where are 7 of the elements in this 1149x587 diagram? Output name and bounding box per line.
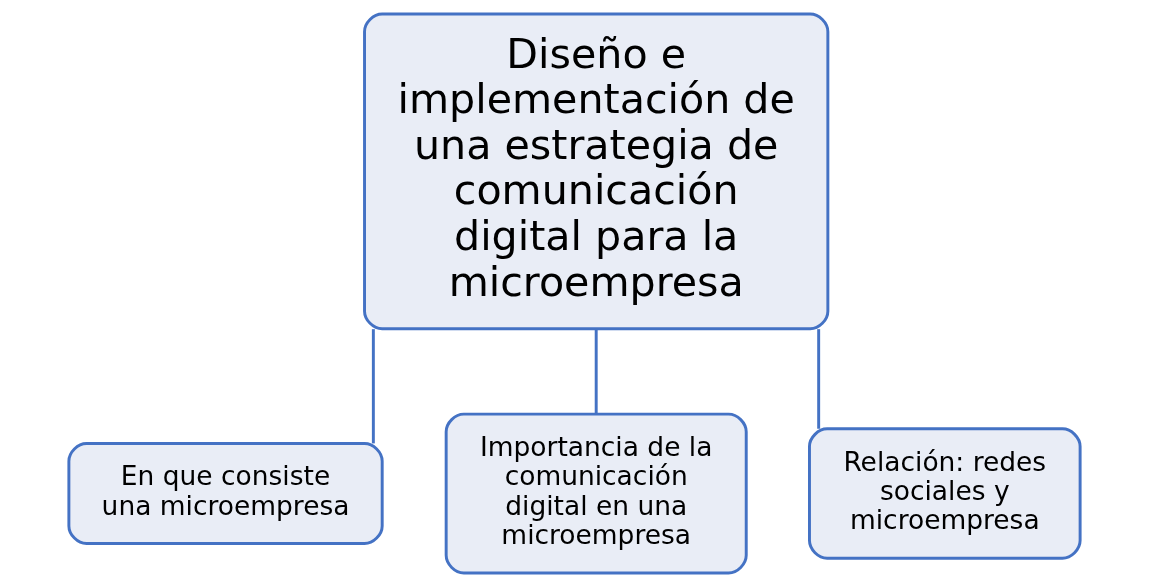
connector [817,329,821,429]
node-box: Importancia de la comunicación digital en una microempresa [444,412,748,575]
node-box: En que consiste una microempresa [67,442,384,545]
connector [594,329,598,414]
connector [371,329,375,444]
node-box: Relación: redes sociales y microempresa [808,427,1082,560]
node-box: Diseño e implementación de una estrategia de comunicación digital para la microempresa [363,12,830,331]
